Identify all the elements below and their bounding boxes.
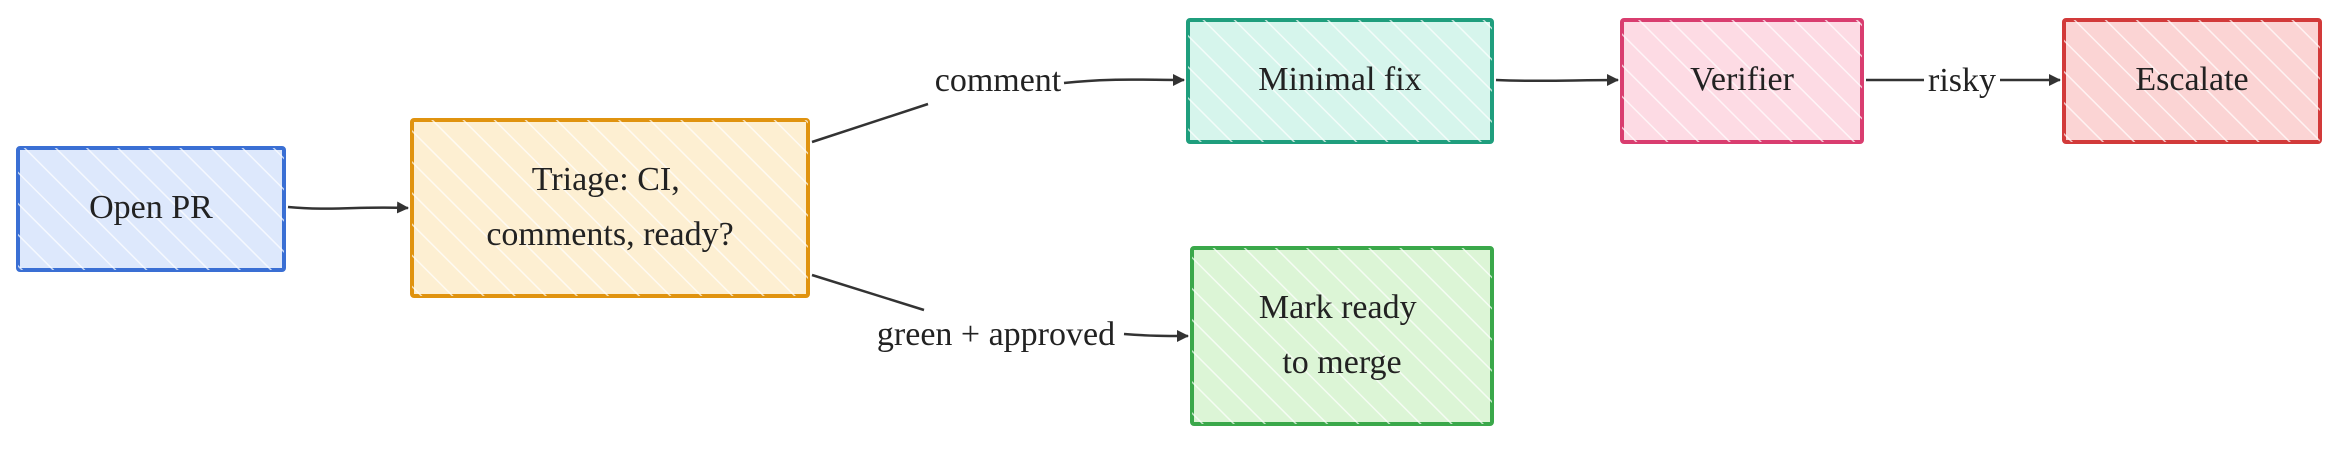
- edge-label-comment: comment: [935, 62, 1062, 99]
- node-triage-label: Triage: CI, comments, ready?: [486, 161, 733, 253]
- node-verifier: Verifier: [1620, 18, 1864, 144]
- edge-label-green-approved: green + approved: [877, 316, 1115, 353]
- edge-triage-to-minimal-fix: comment: [811, 62, 1185, 144]
- node-open-pr: Open PR: [16, 146, 286, 272]
- node-escalate: Escalate: [2062, 18, 2322, 144]
- node-mark-ready: Mark ready to merge: [1190, 246, 1494, 426]
- node-triage: Triage: CI, comments, ready?: [410, 118, 810, 298]
- edge-triage-to-mark-ready: green + approved: [811, 273, 1189, 353]
- edge-open-pr-to-triage: [287, 201, 409, 214]
- node-verifier-label: Verifier: [1690, 61, 1795, 98]
- edge-verifier-to-escalate: risky: [1866, 62, 2061, 99]
- edge-minimal-fix-to-verifier: [1495, 74, 1619, 87]
- node-escalate-label: Escalate: [2135, 61, 2248, 98]
- node-open-pr-label: Open PR: [89, 189, 213, 226]
- node-mark-ready-label: Mark ready to merge: [1259, 289, 1425, 381]
- edge-label-risky: risky: [1928, 62, 1996, 99]
- node-minimal-fix-label: Minimal fix: [1258, 61, 1421, 98]
- node-minimal-fix: Minimal fix: [1186, 18, 1494, 144]
